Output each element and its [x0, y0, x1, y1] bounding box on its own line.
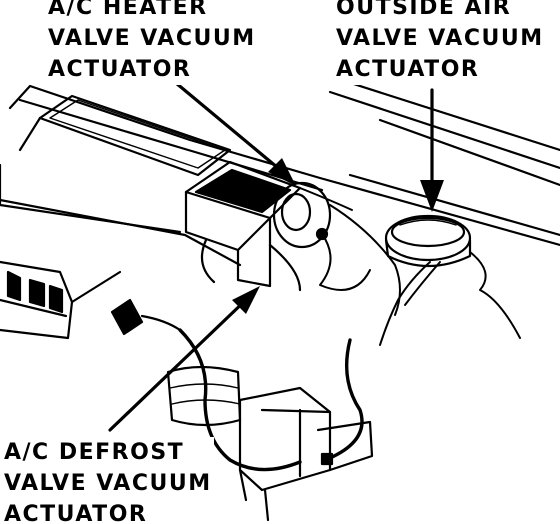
wiring-connector-block [0, 260, 122, 340]
defrost-actuator-housing [166, 365, 374, 522]
label-line: ACTUATOR [336, 57, 480, 82]
label-line: OUTSIDE AIR [336, 0, 512, 20]
label-line: ACTUATOR [4, 502, 148, 524]
label-line: VALVE VACUUM [336, 26, 544, 51]
label-ac-heater-valve-vacuum-actuator: A/C HEATER VALVE VACUUM ACTUATOR [46, 0, 258, 85]
label-line: A/C DEFROST [4, 440, 185, 465]
label-line: VALVE VACUUM [48, 26, 256, 51]
electrical-plug [110, 298, 182, 336]
cowl-panel-outline [0, 76, 560, 267]
corrugated-wire-loom [178, 328, 364, 472]
label-ac-defrost-valve-vacuum-actuator: A/C DEFROST VALVE VACUUM ACTUATOR [2, 437, 214, 524]
label-line: A/C HEATER [48, 0, 208, 20]
arrow-heads [232, 158, 444, 314]
recessed-slot [18, 94, 232, 177]
heater-duct-box [184, 160, 302, 288]
label-line: ACTUATOR [48, 57, 192, 82]
outside-air-actuator [384, 214, 472, 268]
label-line: VALVE VACUUM [4, 471, 212, 496]
vacuum-hose-bundle [299, 187, 521, 346]
label-outside-air-valve-vacuum-actuator: OUTSIDE AIR VALVE VACUUM ACTUATOR [334, 0, 546, 85]
